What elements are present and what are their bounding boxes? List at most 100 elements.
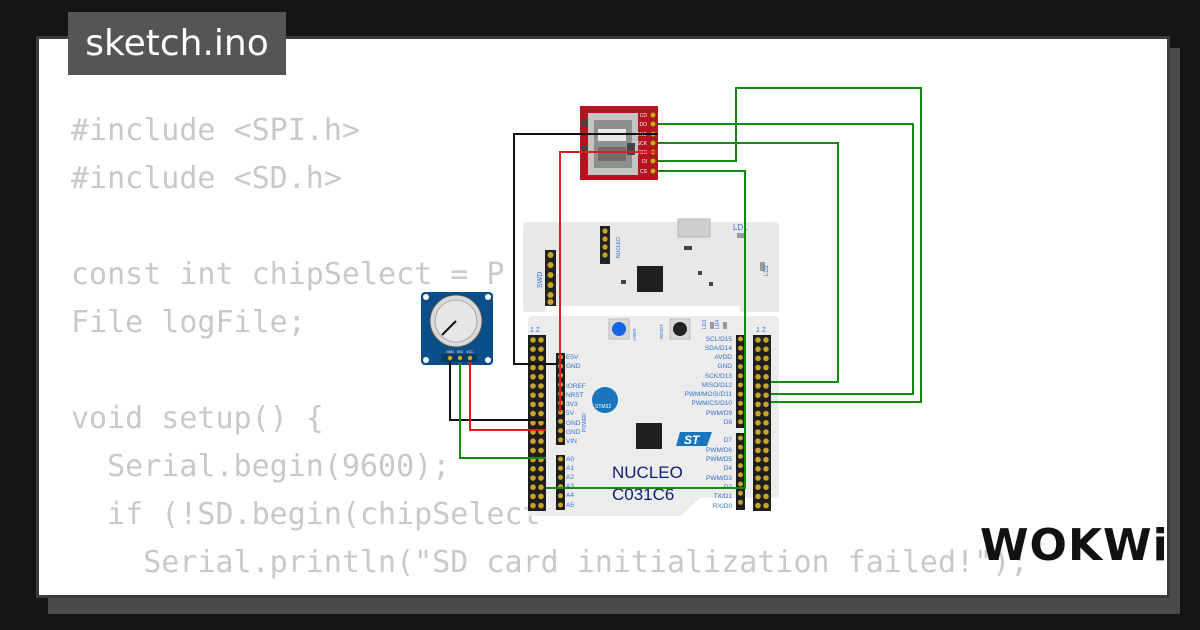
header-pin[interactable]	[755, 337, 761, 343]
header-pin[interactable]	[558, 437, 563, 443]
header-pin[interactable]	[530, 438, 536, 445]
pot-pin[interactable]	[447, 355, 453, 361]
header-pin[interactable]	[755, 392, 761, 399]
header-pin[interactable]	[738, 453, 743, 459]
header-pin[interactable]	[738, 364, 743, 370]
header-pin[interactable]	[763, 502, 769, 509]
header-pin[interactable]	[530, 355, 536, 362]
header-pin[interactable]	[530, 374, 536, 380]
header-pin[interactable]	[558, 465, 563, 471]
header-pin[interactable]	[738, 382, 743, 388]
header-pin[interactable]	[755, 364, 761, 371]
header-pin[interactable]	[538, 447, 544, 454]
header-pin[interactable]	[530, 410, 536, 417]
header-pin[interactable]	[763, 410, 769, 417]
header-pin[interactable]	[755, 346, 761, 353]
header-pin[interactable]	[738, 410, 743, 416]
header-pin[interactable]	[558, 502, 563, 508]
sd-pin[interactable]	[650, 121, 656, 127]
header-pin[interactable]	[530, 392, 536, 399]
pot-pin[interactable]	[457, 355, 463, 361]
header-pin[interactable]	[738, 444, 743, 450]
header-pin[interactable]	[538, 475, 544, 481]
filename-tab[interactable]: sketch.ino	[68, 12, 286, 75]
sd-pin[interactable]	[650, 112, 656, 118]
header-pin[interactable]	[738, 336, 743, 342]
header-pin[interactable]	[530, 383, 536, 389]
sd-pin[interactable]	[650, 140, 656, 146]
header-pin[interactable]	[755, 493, 761, 500]
header-pin[interactable]	[755, 401, 761, 408]
header-pin[interactable]	[738, 419, 743, 425]
header-pin[interactable]	[755, 438, 761, 445]
header-pin[interactable]	[738, 481, 743, 487]
header-pin[interactable]	[530, 502, 536, 509]
header-pin[interactable]	[738, 463, 743, 469]
header-pin[interactable]	[558, 493, 563, 499]
header-pin[interactable]	[763, 466, 769, 472]
header-pin[interactable]	[538, 355, 544, 362]
header-pin[interactable]	[755, 475, 761, 481]
header-pin[interactable]	[763, 438, 769, 445]
header-pin[interactable]	[530, 466, 536, 472]
header-pin[interactable]	[755, 429, 761, 435]
nucleo-board[interactable]: LD1 LD2 SWD NUCLEO USER RESET LD3 LD4 ST…	[523, 218, 779, 516]
user-button[interactable]	[612, 322, 626, 336]
header-pin[interactable]	[738, 345, 743, 351]
header-pin[interactable]	[530, 447, 536, 454]
header-pin[interactable]	[558, 456, 563, 462]
header-pin[interactable]	[530, 475, 536, 481]
header-pin[interactable]	[763, 374, 769, 380]
header-pin[interactable]	[538, 364, 544, 371]
header-pin[interactable]	[538, 493, 544, 500]
header-pin[interactable]	[755, 484, 761, 491]
header-pin[interactable]	[538, 484, 544, 491]
header-pin[interactable]	[763, 456, 769, 463]
header-pin[interactable]	[763, 364, 769, 371]
header-pin[interactable]	[755, 355, 761, 362]
header-pin[interactable]	[530, 337, 536, 343]
header-pin[interactable]	[763, 475, 769, 481]
header-pin[interactable]	[558, 418, 563, 424]
header-pin[interactable]	[763, 383, 769, 389]
header-pin[interactable]	[530, 493, 536, 500]
header-pin[interactable]	[738, 472, 743, 478]
header-pin[interactable]	[755, 410, 761, 417]
header-pin[interactable]	[538, 374, 544, 380]
header-pin[interactable]	[738, 435, 743, 441]
header-pin[interactable]	[558, 474, 563, 480]
knob-pointer[interactable]	[441, 320, 457, 336]
header-pin[interactable]	[538, 420, 544, 426]
header-pin[interactable]	[530, 420, 536, 426]
header-pin[interactable]	[763, 420, 769, 426]
header-pin[interactable]	[763, 401, 769, 408]
sd-pin[interactable]	[650, 158, 656, 164]
header-pin[interactable]	[738, 373, 743, 379]
header-pin[interactable]	[738, 400, 743, 406]
header-pin[interactable]	[738, 354, 743, 360]
header-pin[interactable]	[755, 502, 761, 509]
header-pin[interactable]	[755, 420, 761, 426]
header-pin[interactable]	[530, 401, 536, 408]
header-pin[interactable]	[538, 337, 544, 343]
header-pin[interactable]	[538, 502, 544, 509]
header-pin[interactable]	[763, 447, 769, 454]
header-pin[interactable]	[763, 346, 769, 353]
header-pin[interactable]	[538, 410, 544, 417]
header-pin[interactable]	[763, 355, 769, 362]
header-pin[interactable]	[738, 490, 743, 496]
header-pin[interactable]	[530, 484, 536, 491]
reset-button[interactable]	[673, 322, 687, 336]
header-pin[interactable]	[763, 429, 769, 435]
header-pin[interactable]	[755, 383, 761, 389]
pot-pin[interactable]	[467, 355, 473, 361]
header-pin[interactable]	[530, 346, 536, 353]
header-pin[interactable]	[763, 337, 769, 343]
header-pin[interactable]	[738, 499, 743, 505]
header-pin[interactable]	[763, 392, 769, 399]
header-pin[interactable]	[538, 466, 544, 472]
header-pin[interactable]	[538, 383, 544, 389]
header-pin[interactable]	[538, 438, 544, 445]
header-pin[interactable]	[530, 364, 536, 371]
sd-pin[interactable]	[650, 168, 656, 174]
